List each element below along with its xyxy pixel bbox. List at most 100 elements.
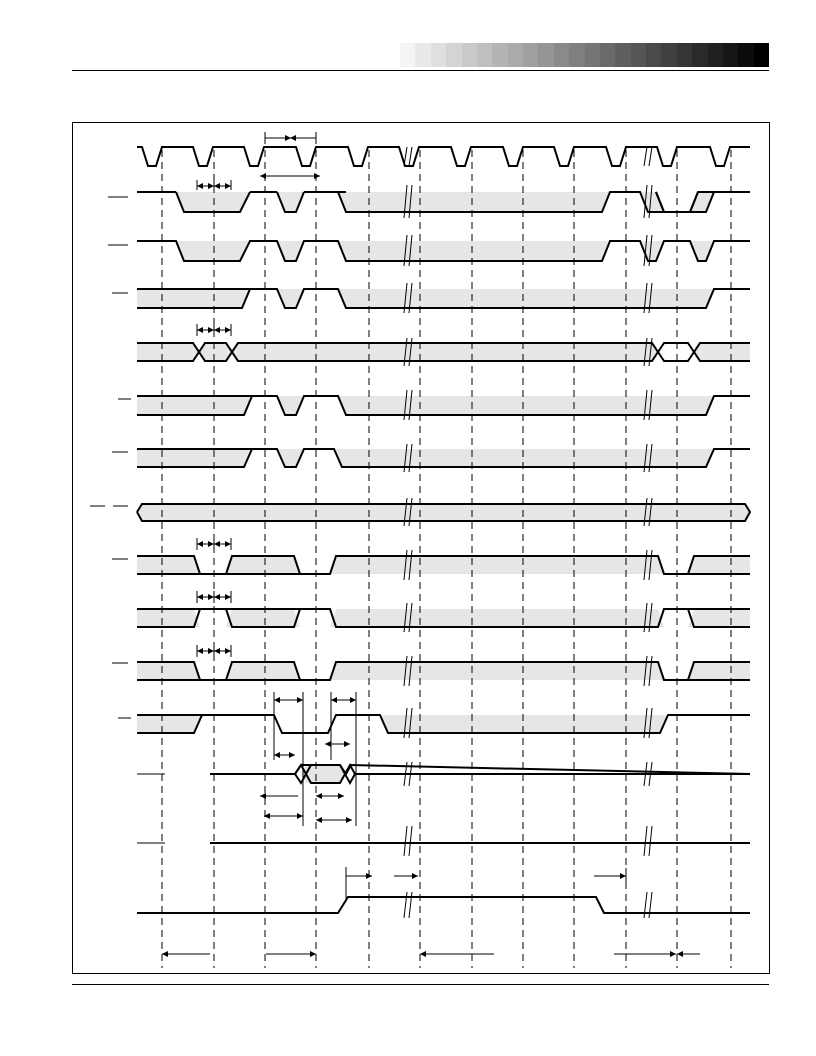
gradient-step (584, 43, 600, 67)
break-mark (648, 389, 653, 421)
measure-arrow-head (420, 951, 426, 957)
measure-arrow-head (214, 541, 220, 547)
sig6-window (338, 396, 714, 415)
sig2-trace (304, 191, 664, 213)
break-mark (403, 825, 408, 857)
measure-arrow-head (314, 173, 320, 179)
sig9-window (330, 556, 664, 574)
measure-arrow-head (260, 793, 266, 799)
sig2-window-edge (175, 191, 251, 213)
break-mark (643, 549, 648, 581)
sig10-window (330, 609, 664, 627)
sig6-window (137, 396, 252, 415)
break-mark (403, 234, 408, 267)
break-mark (403, 602, 408, 633)
break-mark (643, 497, 648, 527)
break-mark (408, 389, 413, 421)
break-mark (643, 443, 648, 473)
header-rule (72, 70, 769, 71)
sig2-window (338, 192, 610, 212)
break-mark (403, 337, 408, 367)
break-mark (403, 146, 408, 167)
sig4-window (338, 289, 714, 308)
sig12-window (137, 715, 202, 733)
sig10-window (137, 609, 200, 627)
clock-reference-lines (161, 150, 732, 968)
measure-arrow-head (325, 741, 331, 747)
break-mark (643, 337, 648, 367)
sig3-window (176, 241, 250, 261)
measure-arrow-head (289, 752, 295, 758)
measure-arrow-head (344, 741, 350, 747)
footer-rule (72, 984, 769, 985)
header-gradient-bar (400, 43, 769, 67)
measure-arrow-head (197, 648, 203, 654)
measure-arrow-head (225, 541, 231, 547)
measure-arrow-head (214, 327, 220, 333)
measure-arrow-head (197, 183, 203, 189)
break-mark (408, 891, 413, 919)
measure-arrow-head (346, 817, 352, 823)
sig12-trace (202, 714, 750, 734)
gradient-step (661, 43, 677, 67)
break-mark (648, 707, 653, 739)
measure-arrow-head (316, 817, 322, 823)
break-mark (643, 146, 648, 167)
break-mark (408, 184, 413, 219)
measure-arrow-head (225, 327, 231, 333)
break-mark (408, 602, 413, 633)
break-mark (648, 602, 653, 633)
measure-arrow-head (208, 541, 214, 547)
measure-arrow-head (677, 951, 683, 957)
measure-arrow-head (208, 327, 214, 333)
break-mark (643, 234, 648, 267)
sig12-window (380, 715, 668, 733)
break-mark (403, 549, 408, 581)
break-mark (643, 389, 648, 421)
break-mark (648, 761, 653, 787)
gradient-step (599, 43, 616, 67)
gradient-step (553, 43, 570, 67)
sig5-bus (137, 343, 200, 361)
measure-arrow-head (366, 873, 372, 879)
gradient-step (692, 43, 708, 67)
sig4-trace (137, 288, 252, 309)
sig13-data (301, 765, 345, 783)
timing-measurement-arrows (162, 132, 700, 957)
measure-arrow-head (285, 135, 291, 141)
break-mark (408, 707, 413, 739)
gradient-step (538, 43, 554, 67)
sig4-trace (250, 288, 750, 309)
sig6-trace (252, 395, 750, 416)
break-mark (408, 282, 413, 314)
sig11-window (330, 662, 664, 680)
clock-waveform (137, 146, 750, 167)
break-mark (648, 549, 653, 581)
time-break-marks (403, 146, 653, 919)
measure-arrow-head (162, 951, 168, 957)
gradient-step (415, 43, 431, 67)
gradient-step (630, 43, 646, 67)
measure-arrow-head (274, 752, 280, 758)
break-mark (648, 655, 653, 687)
signal-fill-layer (137, 192, 750, 783)
measure-arrow-head (225, 183, 231, 189)
measure-arrow-head (290, 135, 296, 141)
break-mark (403, 184, 408, 219)
gradient-step (446, 43, 462, 67)
sig2-edge (688, 191, 715, 213)
break-mark (643, 655, 648, 687)
sig10-window (226, 609, 300, 627)
gradient-step (461, 43, 477, 67)
sig7-window (334, 449, 714, 467)
gradient-step (476, 43, 493, 67)
sig13-trace (210, 763, 751, 776)
break-mark (403, 707, 408, 739)
sig6-trace (137, 395, 254, 416)
measure-arrow-head (338, 793, 344, 799)
break-mark (408, 234, 413, 267)
gradient-step (507, 43, 523, 67)
measure-arrow-head (214, 594, 220, 600)
gradient-step (753, 43, 769, 67)
